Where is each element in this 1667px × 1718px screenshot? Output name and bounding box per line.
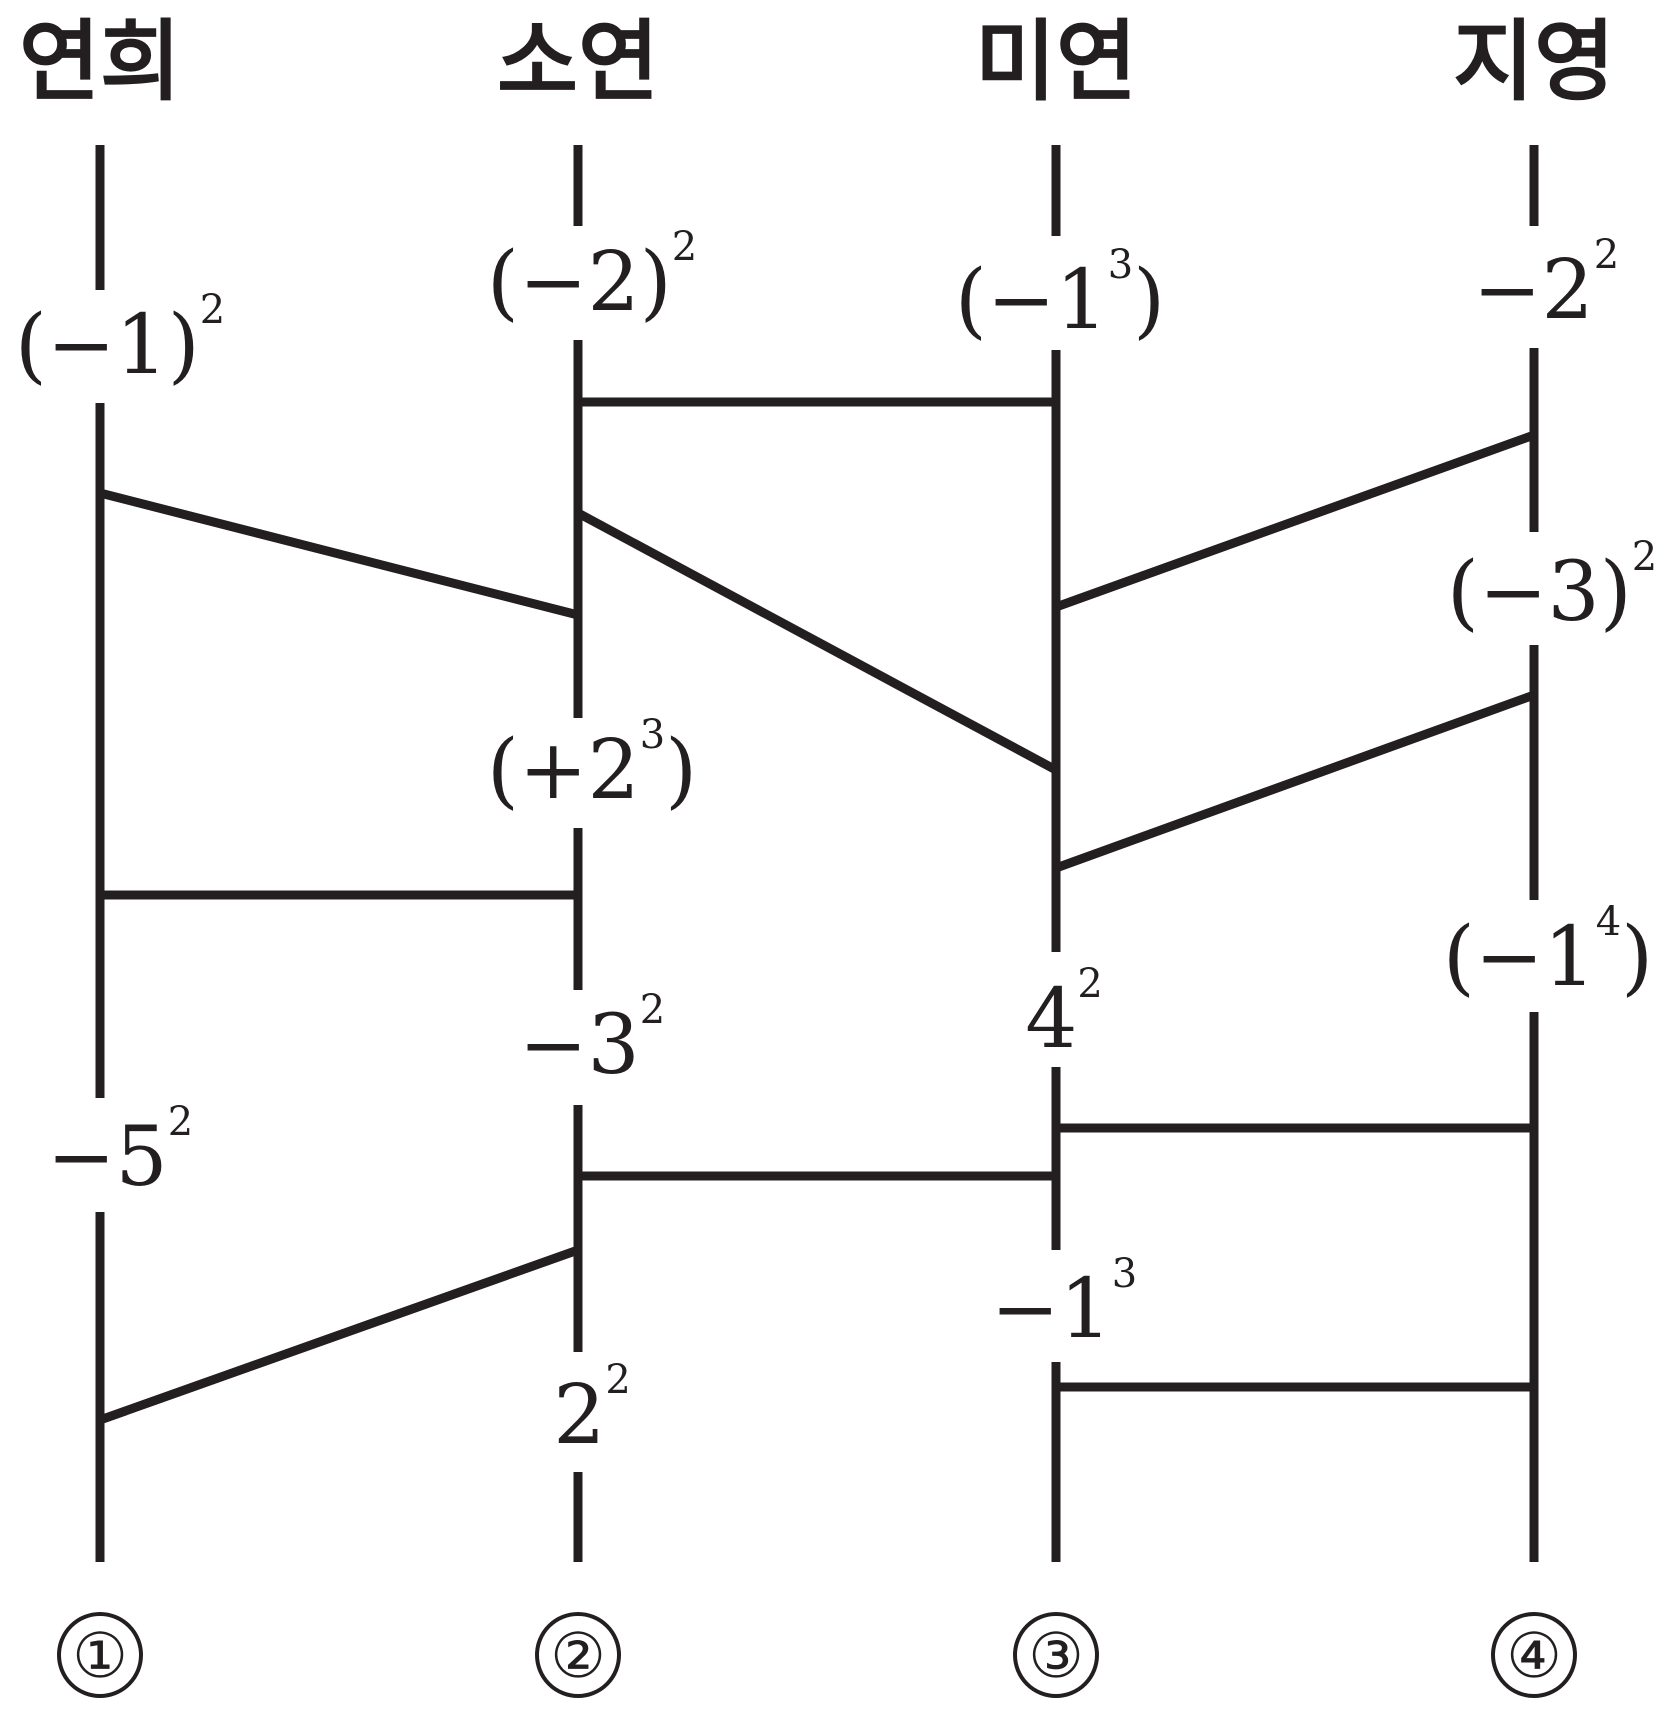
expression-label: (−13) <box>955 242 1165 348</box>
name-label-1: 연희 <box>19 10 181 113</box>
result-marker-1: ① <box>57 1612 143 1698</box>
rung <box>1054 690 1536 873</box>
result-marker-2: ② <box>535 1612 621 1698</box>
result-marker-4: ④ <box>1491 1612 1577 1698</box>
expression-label: −52 <box>47 1099 193 1205</box>
expression-label: 42 <box>1025 961 1103 1067</box>
result-label-3: ③ <box>1028 1619 1084 1692</box>
expression-label: (−2)2 <box>487 224 697 330</box>
rung <box>98 488 580 620</box>
rung <box>575 509 1059 774</box>
expression-label: (−3)2 <box>1447 534 1657 640</box>
result-label-1: ① <box>72 1619 128 1692</box>
expression-label: −13 <box>991 1251 1137 1357</box>
name-label-4: 지영 <box>1453 10 1615 113</box>
expression-label: (−14) <box>1443 899 1653 1005</box>
result-label-4: ④ <box>1506 1619 1562 1692</box>
expression-label: 22 <box>553 1357 631 1463</box>
expression-label: −22 <box>1473 232 1619 338</box>
result-marker-3: ③ <box>1013 1612 1099 1698</box>
rung <box>1054 430 1536 612</box>
name-label-2: 소연 <box>497 10 659 113</box>
result-label-2: ② <box>550 1619 606 1692</box>
name-label-3: 미연 <box>975 10 1137 113</box>
expression-label: (−1)2 <box>15 287 225 393</box>
rung <box>98 1245 580 1425</box>
expression-label: −32 <box>519 987 665 1093</box>
expression-label: (+23) <box>487 712 697 818</box>
